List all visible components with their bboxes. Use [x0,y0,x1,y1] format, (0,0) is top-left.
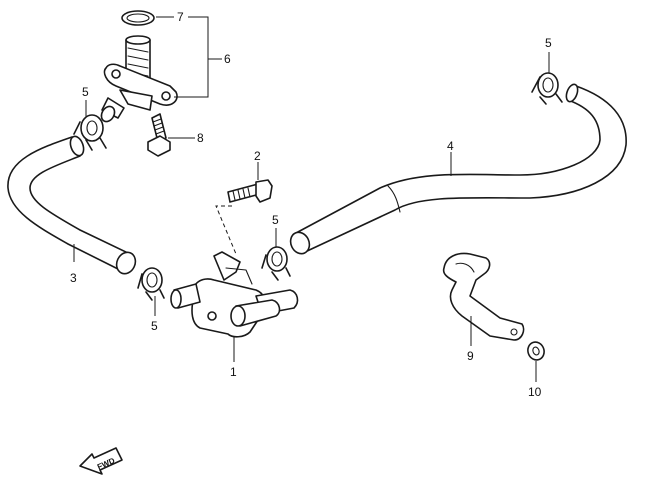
callout-8: 8 [197,131,204,145]
fwd-direction-arrow: FWD [79,447,123,475]
hose-clamp-top-right[interactable] [531,72,563,105]
fuel-hose-left[interactable] [7,135,139,277]
callout-10: 10 [528,385,542,399]
callout-7: 7 [177,10,184,24]
callout-5-lower: 5 [151,319,158,333]
washer[interactable] [525,340,546,362]
hose-clamp-left[interactable] [73,114,107,151]
callout-5-top-right: 5 [545,36,552,50]
callout-5-middle: 5 [272,213,279,227]
callout-6: 6 [224,52,231,66]
callout-1: 1 [230,365,237,379]
fuel-hose-right[interactable] [287,83,627,257]
callout-5-left: 5 [82,85,89,99]
callout-2: 2 [254,149,261,163]
o-ring[interactable] [121,10,155,26]
hose-bracket[interactable] [442,252,525,341]
callout-4: 4 [447,139,454,153]
callout-labels: 7 6 8 2 5 5 5 5 4 3 1 9 10 [70,10,552,399]
fuel-valve[interactable] [170,251,299,338]
callout-3: 3 [70,271,77,285]
fuel-tank-outlet-fitting[interactable] [99,35,178,124]
bolt-2[interactable] [227,179,273,203]
callout-9: 9 [467,349,474,363]
hose-clamp-middle[interactable] [261,246,291,281]
hose-clamp-lower[interactable] [137,267,165,301]
leader-lines [73,16,550,382]
bolt-8[interactable] [147,113,171,157]
